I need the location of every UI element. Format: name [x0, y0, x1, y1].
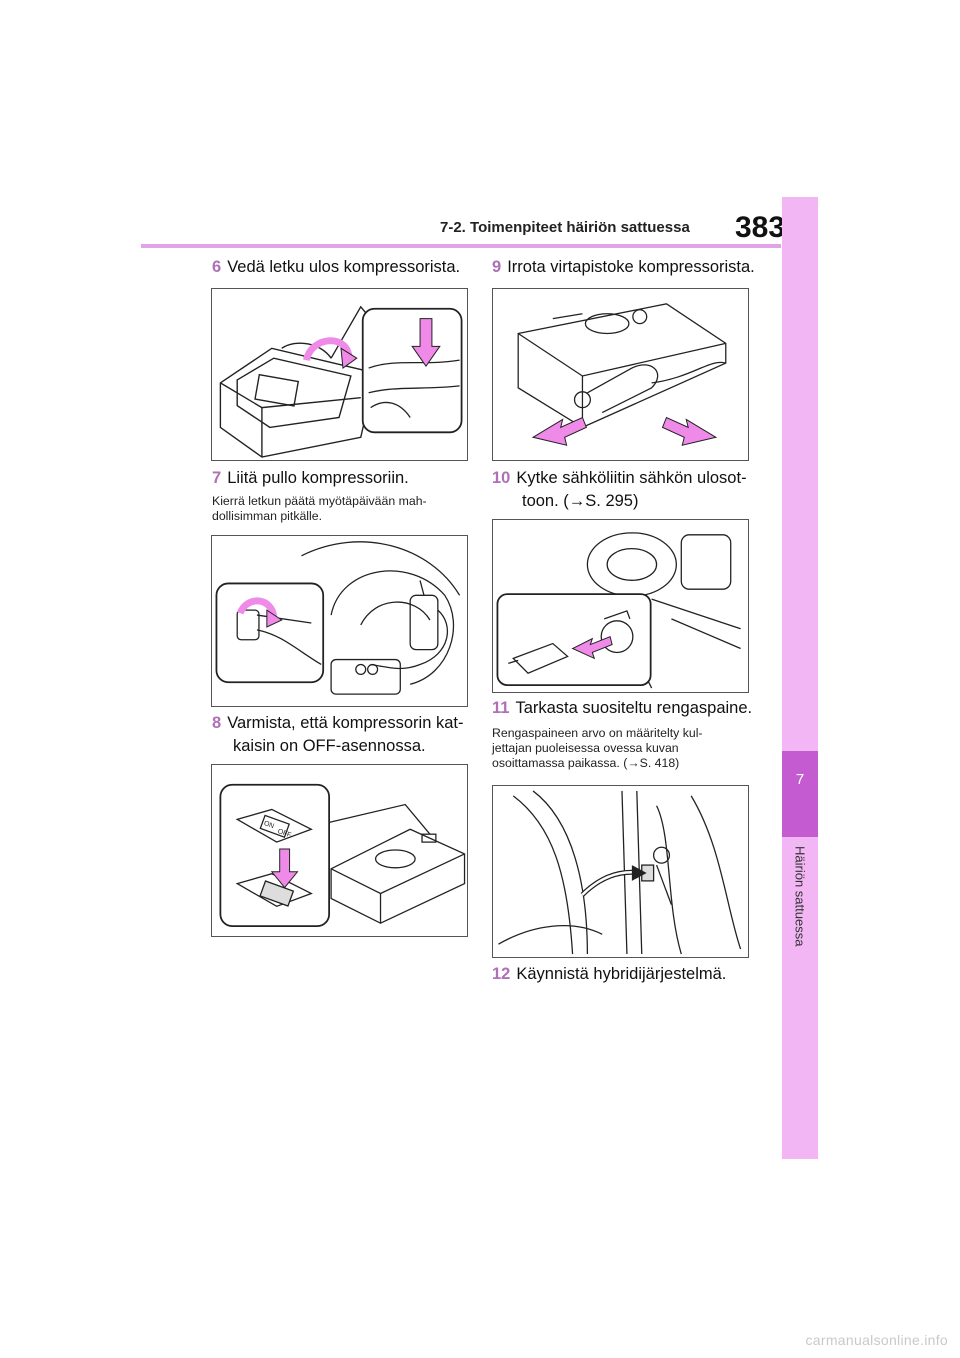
note-line: Kierrä letkun päätä myötäpäivään mah-: [212, 494, 427, 508]
switch-position-illustration: ON OFF: [219, 783, 466, 928]
figure-unplug: [492, 288, 749, 461]
step-number: 10: [492, 469, 511, 487]
step-number: 7: [212, 469, 222, 487]
rotate-arrow: [236, 597, 278, 618]
step-text: Liitä pullo kompressoriin.: [227, 469, 409, 487]
step-6: 6 Vedä letku ulos kompressorista.: [212, 256, 460, 279]
header-divider: [141, 244, 781, 248]
figure-pull-hose: [211, 288, 468, 461]
chapter-tab[interactable]: [782, 751, 818, 837]
switch-on-label: ON: [263, 820, 275, 830]
unplug-illustration: [517, 303, 727, 446]
step-number: 8: [212, 714, 222, 732]
compressor-hose-illustration: [219, 305, 463, 458]
step-11-note: Rengaspaineen arvo on määritelty kul- je…: [492, 726, 703, 771]
insert-arrow: [571, 635, 613, 660]
step-7-note: Kierrä letkun päätä myötäpäivään mah- do…: [212, 494, 427, 524]
figure-power-outlet: [492, 519, 749, 693]
press-arrow: [270, 848, 299, 889]
step-10: 10 Kytke sähköliitin sähkön ulosot- toon.…: [492, 467, 747, 513]
chapter-tab-number: 7: [795, 771, 805, 788]
chapter-label: Häiriön sattuessa: [792, 846, 808, 947]
step-12: 12 Käynnistä hybridijärjestelmä.: [492, 963, 726, 986]
pull-arrow-left: [531, 416, 588, 446]
step-number: 12: [492, 965, 511, 983]
detail-inset: [219, 783, 331, 928]
power-outlet-illustration: [496, 532, 741, 689]
step-text: Varmista, että kompressorin kat-: [227, 714, 464, 732]
step-text: Kytke sähköliitin sähkön ulosot-: [516, 469, 747, 487]
note-line: dollisimman pitkälle.: [212, 509, 323, 523]
rotate-arrow: [303, 337, 353, 362]
switch-off-label: OFF: [277, 828, 292, 839]
section-title: 7-2. Toimenpiteet häiriön sattuessa: [440, 219, 690, 236]
step-text: toon. (→S. 295): [522, 492, 639, 510]
step-text: Käynnistä hybridijärjestelmä.: [516, 965, 727, 983]
step-text: Irrota virtapistoke kompressorista.: [507, 258, 755, 276]
detail-inset: [496, 593, 652, 686]
step-11: 11 Tarkasta suositeltu rengaspaine.: [492, 697, 752, 720]
note-line: osoittamassa paikassa. (→S. 418): [492, 756, 680, 770]
step-number: 11: [492, 699, 510, 717]
page-number: 383: [735, 211, 786, 244]
note-line: Rengaspaineen arvo on määritelty kul-: [492, 726, 703, 740]
step-number: 9: [492, 258, 502, 276]
figure-switch-off: ON OFF: [211, 764, 468, 937]
bottle-connection-illustration: [215, 541, 461, 695]
detail-inset: [215, 582, 325, 684]
figure-tire-label: [492, 785, 749, 958]
door-label-illustration: [498, 790, 742, 955]
chapter-sidebar: [782, 197, 818, 1159]
step-text: Tarkasta suositeltu rengaspaine.: [515, 699, 753, 717]
step-9: 9 Irrota virtapistoke kompressorista.: [492, 256, 755, 279]
pull-arrow: [411, 318, 441, 367]
watermark: carmanualsonline.info: [805, 1332, 948, 1348]
step-7: 7 Liitä pullo kompressoriin.: [212, 467, 409, 490]
step-text: kaisin on OFF-asennossa.: [233, 737, 426, 755]
figure-connect-bottle: [211, 535, 468, 707]
step-8: 8 Varmista, että kompressorin kat- kaisin…: [212, 712, 463, 758]
note-line: jettajan puoleisessa ovessa kuvan: [492, 741, 679, 755]
step-text: Vedä letku ulos kompressorista.: [227, 258, 461, 276]
pointer-arrow: [631, 865, 647, 881]
pull-arrow-right: [661, 416, 718, 446]
step-number: 6: [212, 258, 222, 276]
detail-inset: [361, 307, 463, 434]
